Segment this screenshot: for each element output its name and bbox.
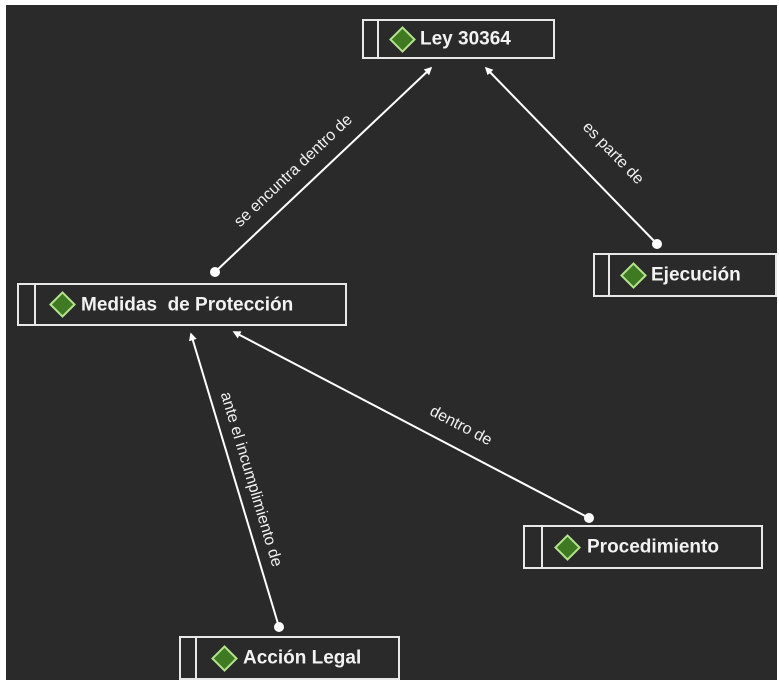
node-procedimiento[interactable]: Procedimiento — [523, 525, 763, 569]
node-medidas-de-proteccion[interactable]: Medidas de Protección — [17, 283, 347, 326]
diamond-icon — [389, 25, 416, 53]
node-bar — [608, 255, 610, 295]
edge-label-procedimiento-medidas: dentro de — [427, 403, 495, 449]
edges-layer: se encuntra dentro de es parte de dentro… — [189, 66, 662, 632]
edge-ejecucion-to-ley[interactable]: es parte de — [484, 66, 662, 249]
edge-label-medidas-ley: se encuntra dentro de — [231, 111, 356, 230]
edge-label-ejecucion-ley: es parte de — [579, 119, 647, 188]
diamond-icon — [554, 533, 581, 561]
node-bar — [34, 285, 36, 324]
edge-procedimiento-to-medidas[interactable]: dentro de — [232, 331, 594, 523]
node-bar — [195, 638, 197, 678]
node-bar — [377, 21, 379, 57]
node-accion-legal[interactable]: Acción Legal — [179, 636, 400, 680]
node-label: Procedimiento — [587, 536, 719, 558]
diamond-icon — [620, 261, 647, 289]
node-label: Ley 30364 — [420, 28, 511, 50]
edge-accion-to-medidas[interactable]: ante el incumplimiento de — [189, 332, 285, 632]
node-ejecucion[interactable]: Ejecución — [593, 253, 777, 297]
diamond-icon — [49, 291, 76, 318]
edge-medidas-to-ley[interactable]: se encuntra dentro de — [210, 66, 433, 277]
diamond-icon — [211, 644, 238, 672]
node-bar — [541, 527, 543, 567]
edge-label-accion-medidas: ante el incumplimiento de — [217, 390, 285, 569]
node-label: Medidas de Protección — [81, 294, 294, 315]
node-ley-30364[interactable]: Ley 30364 — [362, 19, 555, 59]
diagram-canvas: se encuntra dentro de es parte de dentro… — [6, 5, 777, 680]
node-label: Acción Legal — [243, 647, 362, 669]
node-label: Ejecución — [651, 264, 741, 286]
